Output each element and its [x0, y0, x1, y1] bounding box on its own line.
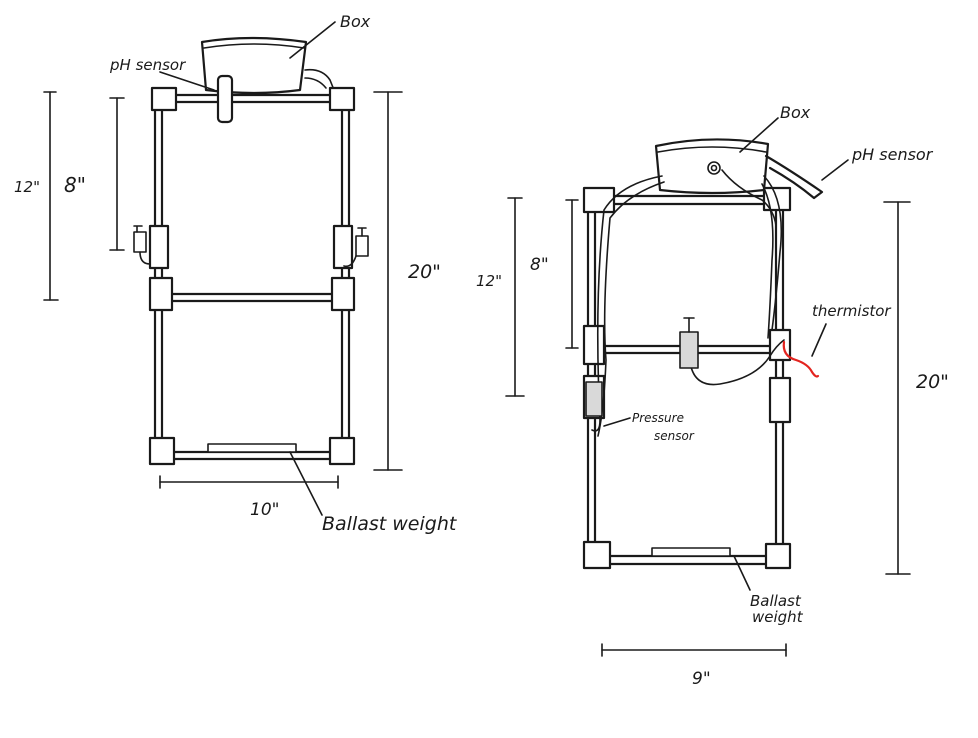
pressure-sensor-label-2: sensor: [654, 429, 695, 443]
right-ballast-label-2: weight: [752, 608, 804, 626]
left-dim-8-label: 8": [64, 173, 86, 197]
left-ballast-leader: [289, 451, 323, 516]
right-ballast-weight: [651, 547, 731, 557]
right-ph-sensor-label: pH sensor: [851, 145, 934, 164]
right-dim-12-label: 12": [476, 272, 502, 290]
left-ph-leader: [159, 71, 215, 91]
left-side-clamps: [133, 225, 369, 268]
left-dimension-20: [373, 91, 403, 471]
right-frame: 12" 8" Box pH sensor: [476, 103, 949, 689]
left-ballast-label: Ballast weight: [322, 513, 458, 535]
left-dimension-8: [109, 97, 125, 251]
right-ph-sensor-cable: [764, 154, 824, 200]
right-dim-8-label: 8": [530, 255, 549, 275]
right-center-sensor: [679, 317, 699, 369]
left-dim-20-label: 20": [408, 261, 441, 283]
right-dimension-9: [601, 643, 787, 657]
pressure-sensor-body: [585, 381, 603, 417]
left-dimension-12: [43, 91, 59, 301]
left-box-label: Box: [340, 12, 371, 31]
left-ballast-weight: [207, 443, 297, 453]
thermistor-leader: [811, 323, 827, 357]
right-ballast-leader: [733, 555, 751, 591]
left-ph-sensor-probe: [216, 74, 234, 124]
right-dimension-20: [883, 201, 911, 575]
right-pvc-frame: [582, 186, 792, 570]
right-box-leader: [739, 117, 779, 153]
pressure-leader: [603, 417, 631, 427]
left-dim-10-label: 10": [250, 500, 279, 520]
left-pvc-frame: [148, 86, 356, 466]
left-ph-sensor-label: pH sensor: [109, 56, 186, 74]
right-ph-leader: [821, 159, 849, 181]
right-dim-20-label: 20": [916, 371, 949, 393]
left-dim-12-label: 12": [14, 178, 40, 196]
right-ballast-label-1: Ballast: [750, 592, 802, 610]
left-dimension-10: [159, 475, 339, 489]
left-frame: 12" 8" Box: [14, 12, 458, 535]
right-dim-9-label: 9": [692, 669, 711, 689]
right-box-label: Box: [780, 103, 811, 122]
right-box: [654, 138, 770, 195]
right-wiring: [591, 169, 785, 437]
thermistor-wire-icon: [782, 340, 820, 378]
right-dimension-12: [505, 197, 525, 397]
left-box-leader: [289, 21, 336, 59]
thermistor-label: thermistor: [812, 302, 891, 320]
right-dimension-8: [565, 199, 579, 349]
pressure-sensor-label-1: Pressure: [632, 411, 684, 425]
